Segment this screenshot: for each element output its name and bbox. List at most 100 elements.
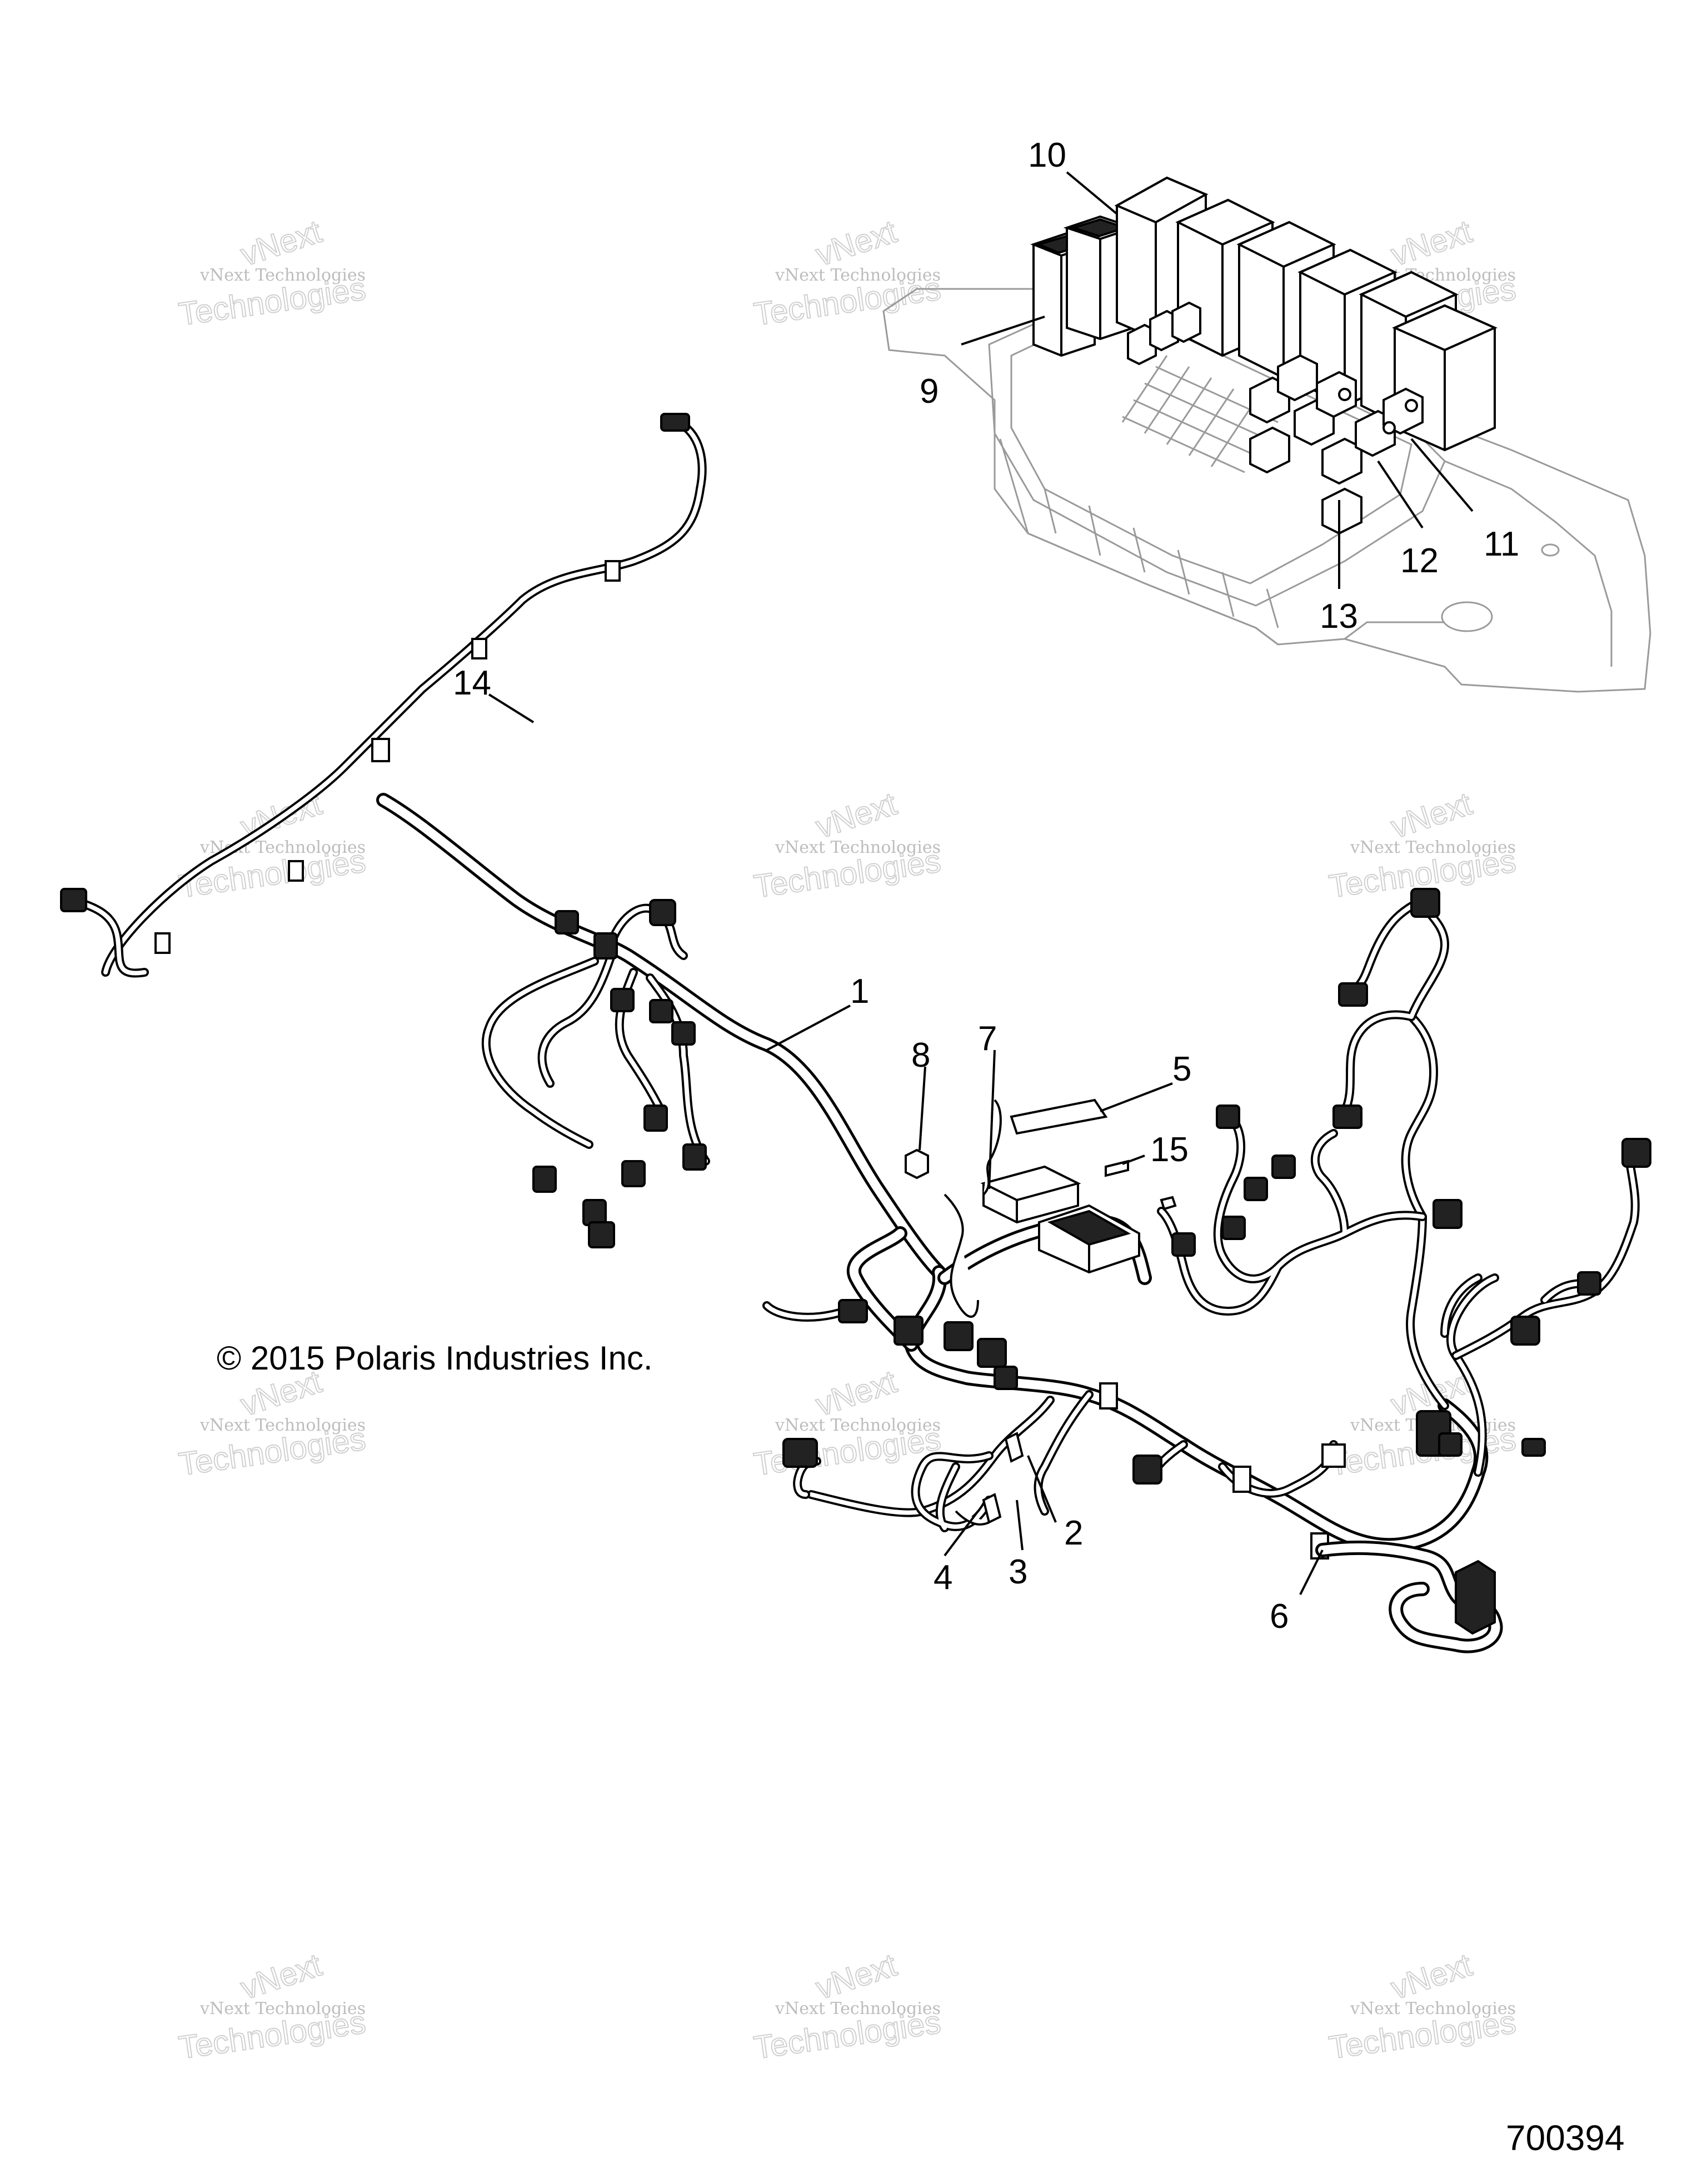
callout-11: 11 — [1410, 438, 1519, 563]
connector — [60, 888, 87, 912]
connector — [671, 1021, 696, 1046]
svg-text:vNext: vNext — [1386, 213, 1476, 273]
connector — [682, 1143, 707, 1171]
connector — [1433, 1199, 1463, 1229]
mini-fuses-left — [1127, 301, 1201, 366]
connector — [555, 910, 579, 934]
watermark: vNext Technologies Technologies vNext — [176, 785, 368, 906]
svg-text:vNext: vNext — [811, 786, 901, 846]
mounting-hole — [1441, 601, 1493, 632]
connector — [838, 1299, 868, 1323]
connector — [977, 1338, 1007, 1368]
callout-9: 9 — [920, 316, 1045, 411]
svg-text:13: 13 — [1320, 597, 1358, 636]
connector — [1455, 1560, 1496, 1635]
svg-text:vNext Technologies: vNext Technologies — [199, 266, 366, 285]
connector — [782, 1438, 818, 1468]
svg-text:2: 2 — [1064, 1514, 1083, 1552]
harness-1-main — [376, 793, 946, 1280]
callout-7: 7 — [978, 1019, 997, 1190]
watermark: vNext Technologies Technologies vNext — [176, 1946, 368, 2067]
svg-text:9: 9 — [920, 372, 939, 411]
connector — [1521, 1438, 1546, 1457]
watermark: vNext Technologies Technologies vNext — [751, 1363, 944, 1483]
part-fuse-block — [1038, 1204, 1140, 1274]
connector — [1438, 1432, 1463, 1457]
clip — [1099, 1382, 1118, 1410]
clip — [471, 638, 487, 659]
fuse-cap — [1382, 421, 1396, 434]
callout-15: 15 — [1122, 1131, 1189, 1169]
connector — [894, 1316, 924, 1346]
connector — [994, 1366, 1018, 1390]
fuse-cap — [1338, 388, 1351, 401]
watermark: vNext Technologies Technologies vNext — [176, 1363, 368, 1483]
callout-6: 6 — [1270, 1550, 1324, 1636]
harness-right — [1157, 888, 1651, 1477]
svg-text:1: 1 — [850, 972, 869, 1011]
svg-text:vNext: vNext — [811, 213, 901, 273]
watermark: vNext Technologies Technologies vNext — [751, 785, 944, 906]
svg-text:vNext Technologies: vNext Technologies — [775, 1416, 941, 1435]
fuse-box-ribs — [1044, 488, 1279, 628]
svg-text:vNext: vNext — [236, 1947, 326, 2007]
connector — [1171, 1232, 1196, 1257]
callout-3: 3 — [1009, 1500, 1027, 1591]
harness-14 — [60, 413, 707, 978]
svg-text:11: 11 — [1484, 525, 1519, 563]
fuse-box-flange — [1344, 460, 1613, 667]
fuse-slot-grid — [1121, 355, 1279, 473]
svg-text:vNext: vNext — [811, 1363, 901, 1423]
connector — [1221, 1216, 1246, 1240]
svg-text:6: 6 — [1270, 1597, 1289, 1636]
watermark: vNext Technologies Technologies vNext — [1326, 785, 1519, 906]
callout-10: 10 — [1028, 136, 1118, 215]
connector — [588, 1221, 615, 1248]
fuse-box-skirt — [999, 438, 1279, 646]
connector — [1132, 1455, 1162, 1485]
connector — [649, 899, 676, 926]
svg-text:vNext Technologies: vNext Technologies — [1350, 1999, 1516, 2018]
svg-text:10: 10 — [1028, 136, 1066, 174]
svg-text:vNext Technologies: vNext Technologies — [1350, 838, 1516, 857]
svg-text:12: 12 — [1400, 542, 1439, 580]
clip — [288, 860, 304, 882]
connector — [1621, 1138, 1651, 1168]
callout-14: 14 — [453, 664, 535, 723]
connector — [610, 988, 635, 1012]
svg-text:8: 8 — [911, 1036, 930, 1074]
watermark: vNext Technologies Technologies vNext — [176, 213, 368, 333]
svg-text:vNext: vNext — [236, 213, 326, 273]
part-8-clip — [905, 1148, 929, 1180]
document-number: 700394 — [1506, 2118, 1625, 2158]
standard-relay-row — [1114, 176, 1498, 452]
svg-text:vNext Technologies: vNext Technologies — [199, 1999, 366, 2018]
label-5 — [1010, 1098, 1108, 1135]
svg-text:vNext: vNext — [811, 1947, 901, 2007]
connector — [1216, 1105, 1240, 1129]
connector — [649, 999, 673, 1023]
svg-text:15: 15 — [1150, 1131, 1189, 1169]
fuse-box-assembly — [882, 176, 1651, 693]
callout-12: 12 — [1377, 460, 1439, 580]
mini-fuses-right — [1249, 354, 1424, 535]
watermark: vNext Technologies Technologies vNext — [751, 213, 944, 333]
part-15-screw — [1105, 1160, 1177, 1211]
connector — [532, 1166, 557, 1193]
mounting-hole — [1541, 543, 1560, 557]
harness-6-rear — [1315, 1540, 1503, 1653]
callout-4: 4 — [934, 1510, 979, 1597]
part-5-module — [980, 1098, 1108, 1224]
svg-text:vNext: vNext — [1386, 786, 1476, 846]
svg-text:4: 4 — [934, 1558, 952, 1597]
connector — [593, 932, 618, 959]
part-2-3-4-tie — [955, 1432, 1024, 1526]
connector — [944, 1321, 974, 1351]
connector — [621, 1160, 646, 1187]
svg-text:vNext: vNext — [1386, 1947, 1476, 2007]
callout-8: 8 — [911, 1036, 930, 1151]
svg-text:vNext Technologies: vNext Technologies — [775, 266, 941, 285]
connector — [1410, 888, 1440, 918]
connector — [660, 413, 690, 432]
